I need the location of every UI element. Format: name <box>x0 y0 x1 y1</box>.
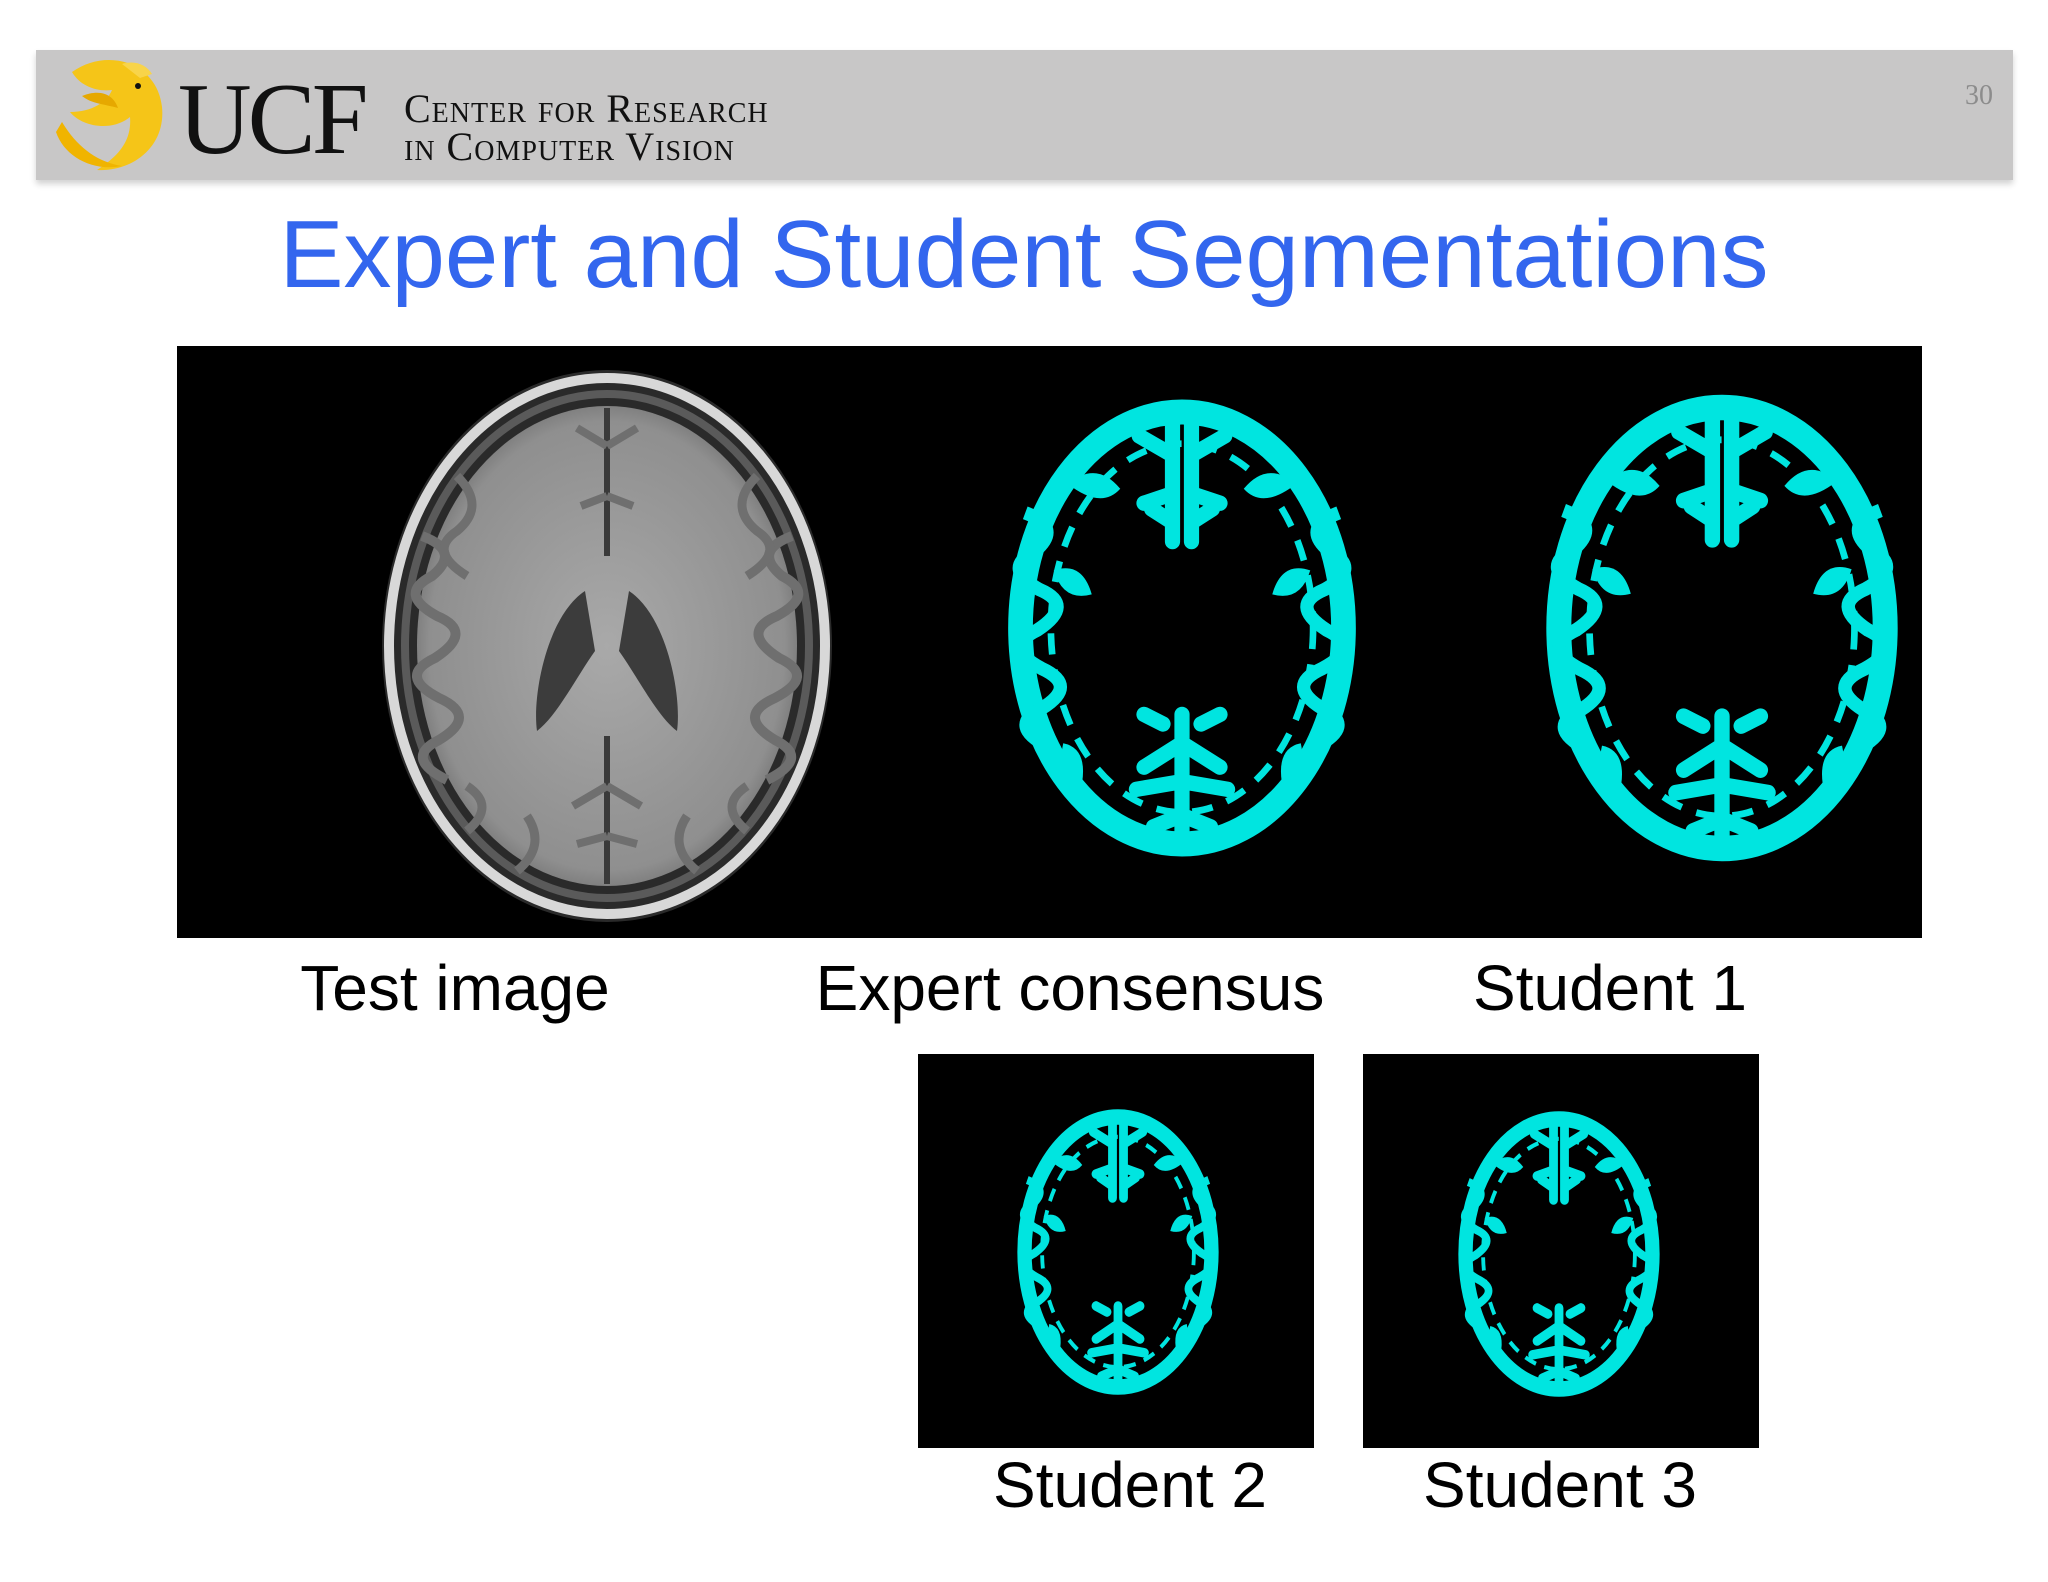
slide-number: 30 <box>1965 80 1993 111</box>
caption-test-image: Test image <box>300 952 610 1024</box>
test-image-mri <box>382 370 832 922</box>
student-2-segmentation <box>918 1054 1314 1448</box>
pegasus-logo-icon <box>56 59 163 171</box>
caption-expert-consensus: Expert consensus <box>815 952 1325 1024</box>
student-3-panel <box>1363 1054 1759 1448</box>
student-1-segmentation <box>1558 408 1887 849</box>
org-line-1: Center for Research <box>404 86 769 131</box>
organization-name: Center for Research in Computer Vision <box>404 86 769 169</box>
student-3-segmentation <box>1363 1054 1759 1448</box>
main-image-panel <box>177 346 1922 938</box>
org-line-2: in Computer Vision <box>404 124 735 169</box>
caption-student-1: Student 1 <box>1473 952 1747 1024</box>
ucf-logo-text: UCF <box>178 63 368 176</box>
caption-student-3: Student 3 <box>1423 1449 1697 1521</box>
header-bar: UCF Center for Research in Computer Visi… <box>36 50 2013 180</box>
slide-title: Expert and Student Segmentations <box>279 201 1769 308</box>
student-2-panel <box>918 1054 1314 1448</box>
caption-student-2: Student 2 <box>993 1449 1267 1521</box>
expert-consensus-segmentation <box>1019 412 1345 844</box>
segmentation-comparison-figure <box>382 370 1922 922</box>
